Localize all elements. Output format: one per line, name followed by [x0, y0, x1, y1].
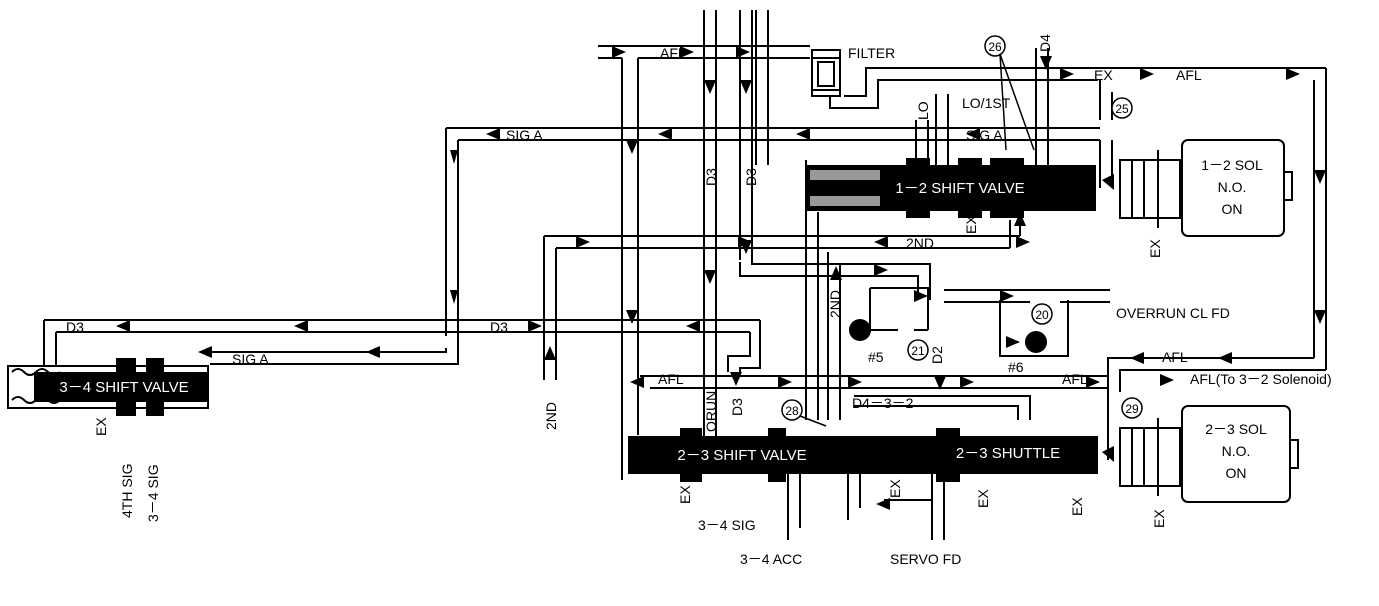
label-d3-v2: D3	[743, 168, 759, 186]
check-ball-5	[849, 319, 871, 341]
label-d4: D4	[1037, 34, 1053, 52]
label-2nd-v1: 2ND	[827, 290, 843, 318]
label-3-4-sig-v: 3－4 SIG	[145, 464, 161, 522]
solenoid-type: N.O.	[1218, 179, 1247, 195]
callout-29: 29	[1125, 402, 1139, 416]
label-filter: FILTER	[848, 45, 895, 61]
callouts: 26 25 20 21 28 29	[781, 35, 1143, 427]
callout-26: 26	[988, 40, 1002, 54]
label-ex-6: EX	[975, 489, 991, 508]
label-4th-sig: 4TH SIG	[119, 464, 135, 518]
label-2nd-v2: 2ND	[543, 402, 559, 430]
callout-21: 21	[911, 344, 925, 358]
callout-28: 28	[785, 404, 799, 418]
check-ball-6	[1025, 331, 1047, 353]
valve-label: 2－3 SHUTTLE	[956, 445, 1060, 462]
label-lo-1st: LO/1ST	[962, 95, 1011, 111]
shuttle-valve-2-3: 2－3 SHUTTLE	[908, 428, 1098, 482]
label-d3-left: D3	[66, 319, 84, 335]
label-afl-to-32: AFL(To 3－2 Solenoid)	[1190, 371, 1332, 387]
label-ex-2: EX	[1147, 239, 1163, 258]
callout-25: 25	[1115, 102, 1129, 116]
vertical-labels: D4 LO D3 D3 EX EX 2ND 2ND D2 ORUN D3 EX …	[93, 34, 1167, 528]
shift-valve-2-3: 2－3 SHIFT VALVE	[628, 428, 908, 482]
solenoid-type: N.O.	[1222, 443, 1251, 459]
passage-labels: AFL FILTER AFL EX LO/1ST SIG A SIG A SIG…	[66, 45, 1332, 567]
label-3-4-sig: 3－4 SIG	[698, 517, 756, 533]
label-check-5: #5	[868, 349, 884, 365]
label-ex-top-right: EX	[1094, 67, 1113, 83]
label-3-4-acc: 3－4 ACC	[740, 551, 802, 567]
shift-valve-1-2: 1－2 SHIFT VALVE	[806, 158, 1096, 218]
filter	[811, 49, 841, 97]
flow-arrows	[116, 46, 1326, 510]
label-d3-mid: D3	[490, 319, 508, 335]
label-afl-right: AFL	[1176, 67, 1202, 83]
shift-valve-3-4: 3－4 SHIFT VALVE	[7, 358, 209, 416]
label-afl-top: AFL	[660, 45, 686, 61]
valve-label: 2－3 SHIFT VALVE	[677, 447, 806, 464]
label-afl-mid-right: AFL	[1062, 371, 1088, 387]
solenoid-state: ON	[1226, 465, 1247, 481]
label-2nd-mid: 2ND	[906, 235, 934, 251]
label-check-6: #6	[1008, 359, 1024, 375]
label-ex-1: EX	[963, 215, 979, 234]
label-sig-a-top: SIG A	[966, 127, 1003, 143]
label-sig-a-left: SIG A	[232, 351, 269, 367]
label-servo-fd: SERVO FD	[890, 551, 961, 567]
fluid-passages	[43, 10, 1327, 540]
label-d2: D2	[929, 346, 945, 364]
label-d3-v1: D3	[703, 168, 719, 186]
label-d4-3-2: D4－3－2	[852, 395, 914, 411]
label-ex-5: EX	[887, 479, 903, 498]
callout-20: 20	[1035, 308, 1049, 322]
label-orun: ORUN	[703, 391, 719, 432]
label-ex-8: EX	[1151, 509, 1167, 528]
solenoid-name: 1－2 SOL	[1201, 157, 1263, 173]
valve-label: 1－2 SHIFT VALVE	[895, 180, 1024, 197]
label-afl-center: AFL	[658, 371, 684, 387]
solenoid-1-2: 1－2 SOL N.O. ON	[1119, 139, 1293, 237]
solenoid-2-3: 2－3 SOL N.O. ON	[1119, 405, 1299, 503]
label-ex-7: EX	[1069, 497, 1085, 516]
label-sig-a-mid: SIG A	[506, 127, 543, 143]
solenoid-name: 2－3 SOL	[1205, 421, 1267, 437]
solenoid-state: ON	[1222, 201, 1243, 217]
valve-label: 3－4 SHIFT VALVE	[59, 379, 188, 396]
label-lo: LO	[915, 101, 931, 120]
label-overrun-cl-fd: OVERRUN CL FD	[1116, 305, 1230, 321]
label-ex-3: EX	[93, 417, 109, 436]
label-afl-lower-right: AFL	[1162, 349, 1188, 365]
label-ex-4: EX	[677, 485, 693, 504]
label-d3-v3: D3	[729, 398, 745, 416]
